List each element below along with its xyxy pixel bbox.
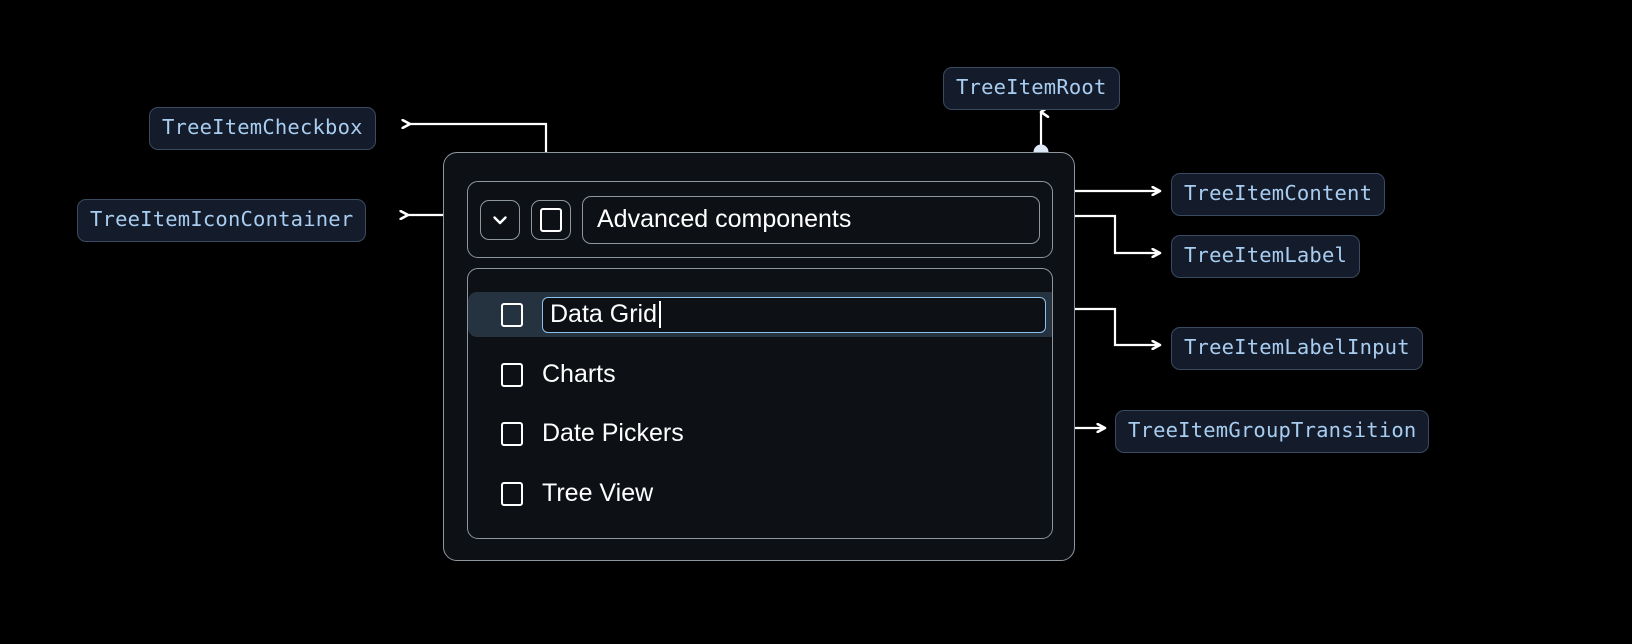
unchecked-checkbox-icon[interactable] xyxy=(501,302,523,327)
tree-item-label[interactable]: Advanced components xyxy=(582,195,1040,244)
text-caret xyxy=(658,301,661,328)
tree-item-label-input[interactable]: Data Grid xyxy=(542,296,1046,333)
annotation-tree-item-icon-container: TreeItemIconContainer xyxy=(77,199,367,242)
tree-item-row[interactable]: Tree View xyxy=(468,471,1052,516)
tree-item-label: Charts xyxy=(542,360,616,388)
tree-item-checkbox[interactable] xyxy=(531,199,571,240)
tree-item-row[interactable]: Data Grid xyxy=(468,292,1052,337)
unchecked-checkbox-icon[interactable] xyxy=(501,362,523,387)
tree-item-label: Date Pickers xyxy=(542,419,684,447)
tree-item-icon-container[interactable] xyxy=(480,199,520,240)
tree-item-row[interactable]: Date Pickers xyxy=(468,411,1052,456)
unchecked-checkbox-icon[interactable] xyxy=(501,421,523,446)
tree-item-content[interactable]: Advanced components xyxy=(467,181,1053,258)
unchecked-checkbox-icon xyxy=(540,207,562,232)
unchecked-checkbox-icon[interactable] xyxy=(501,481,523,506)
chevron-down-icon xyxy=(493,215,507,224)
annotation-tree-item-group-transition: TreeItemGroupTransition xyxy=(1115,410,1430,453)
tree-item-label-input-value: Data Grid xyxy=(550,300,657,328)
annotation-tree-item-checkbox: TreeItemCheckbox xyxy=(149,107,376,150)
annotation-tree-item-content: TreeItemContent xyxy=(1171,173,1386,216)
tree-item-group-transition: Data Grid Charts Date Pickers Tree View xyxy=(467,268,1053,539)
annotation-tree-item-label-input: TreeItemLabelInput xyxy=(1171,327,1423,370)
annotation-tree-item-label: TreeItemLabel xyxy=(1171,235,1361,278)
annotation-tree-item-root: TreeItemRoot xyxy=(943,67,1120,110)
tree-item-row[interactable]: Charts xyxy=(468,352,1052,397)
tree-item-root[interactable]: Advanced components Data Grid Charts Dat… xyxy=(443,152,1075,561)
tree-item-label: Tree View xyxy=(542,479,654,507)
